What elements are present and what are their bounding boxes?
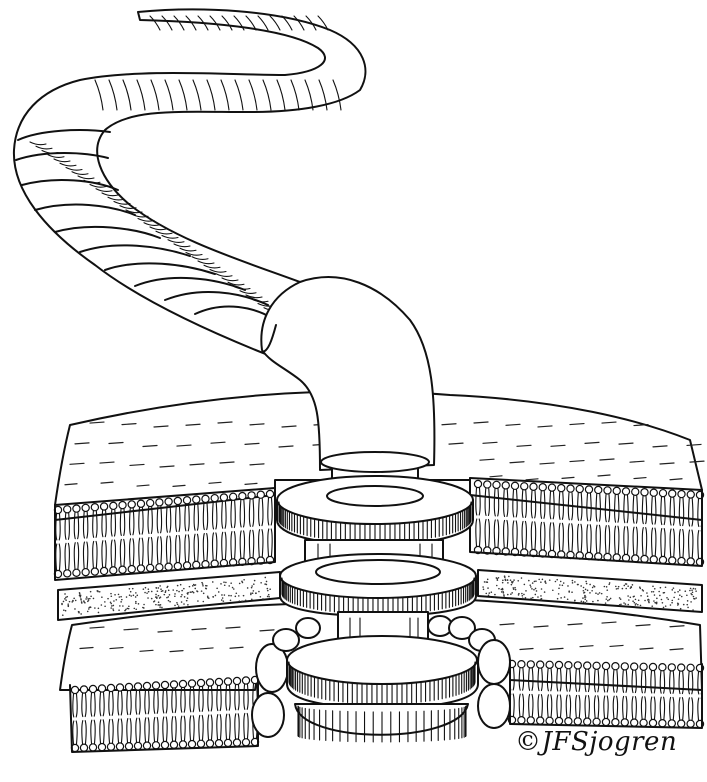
p-ring bbox=[280, 554, 476, 616]
basal-body bbox=[252, 452, 510, 742]
artist-signature: ©JFSjogren bbox=[515, 727, 677, 757]
ms-ring bbox=[287, 636, 478, 708]
l-ring bbox=[277, 476, 473, 545]
rod-upper-top bbox=[321, 452, 429, 472]
c-ring bbox=[295, 704, 468, 742]
